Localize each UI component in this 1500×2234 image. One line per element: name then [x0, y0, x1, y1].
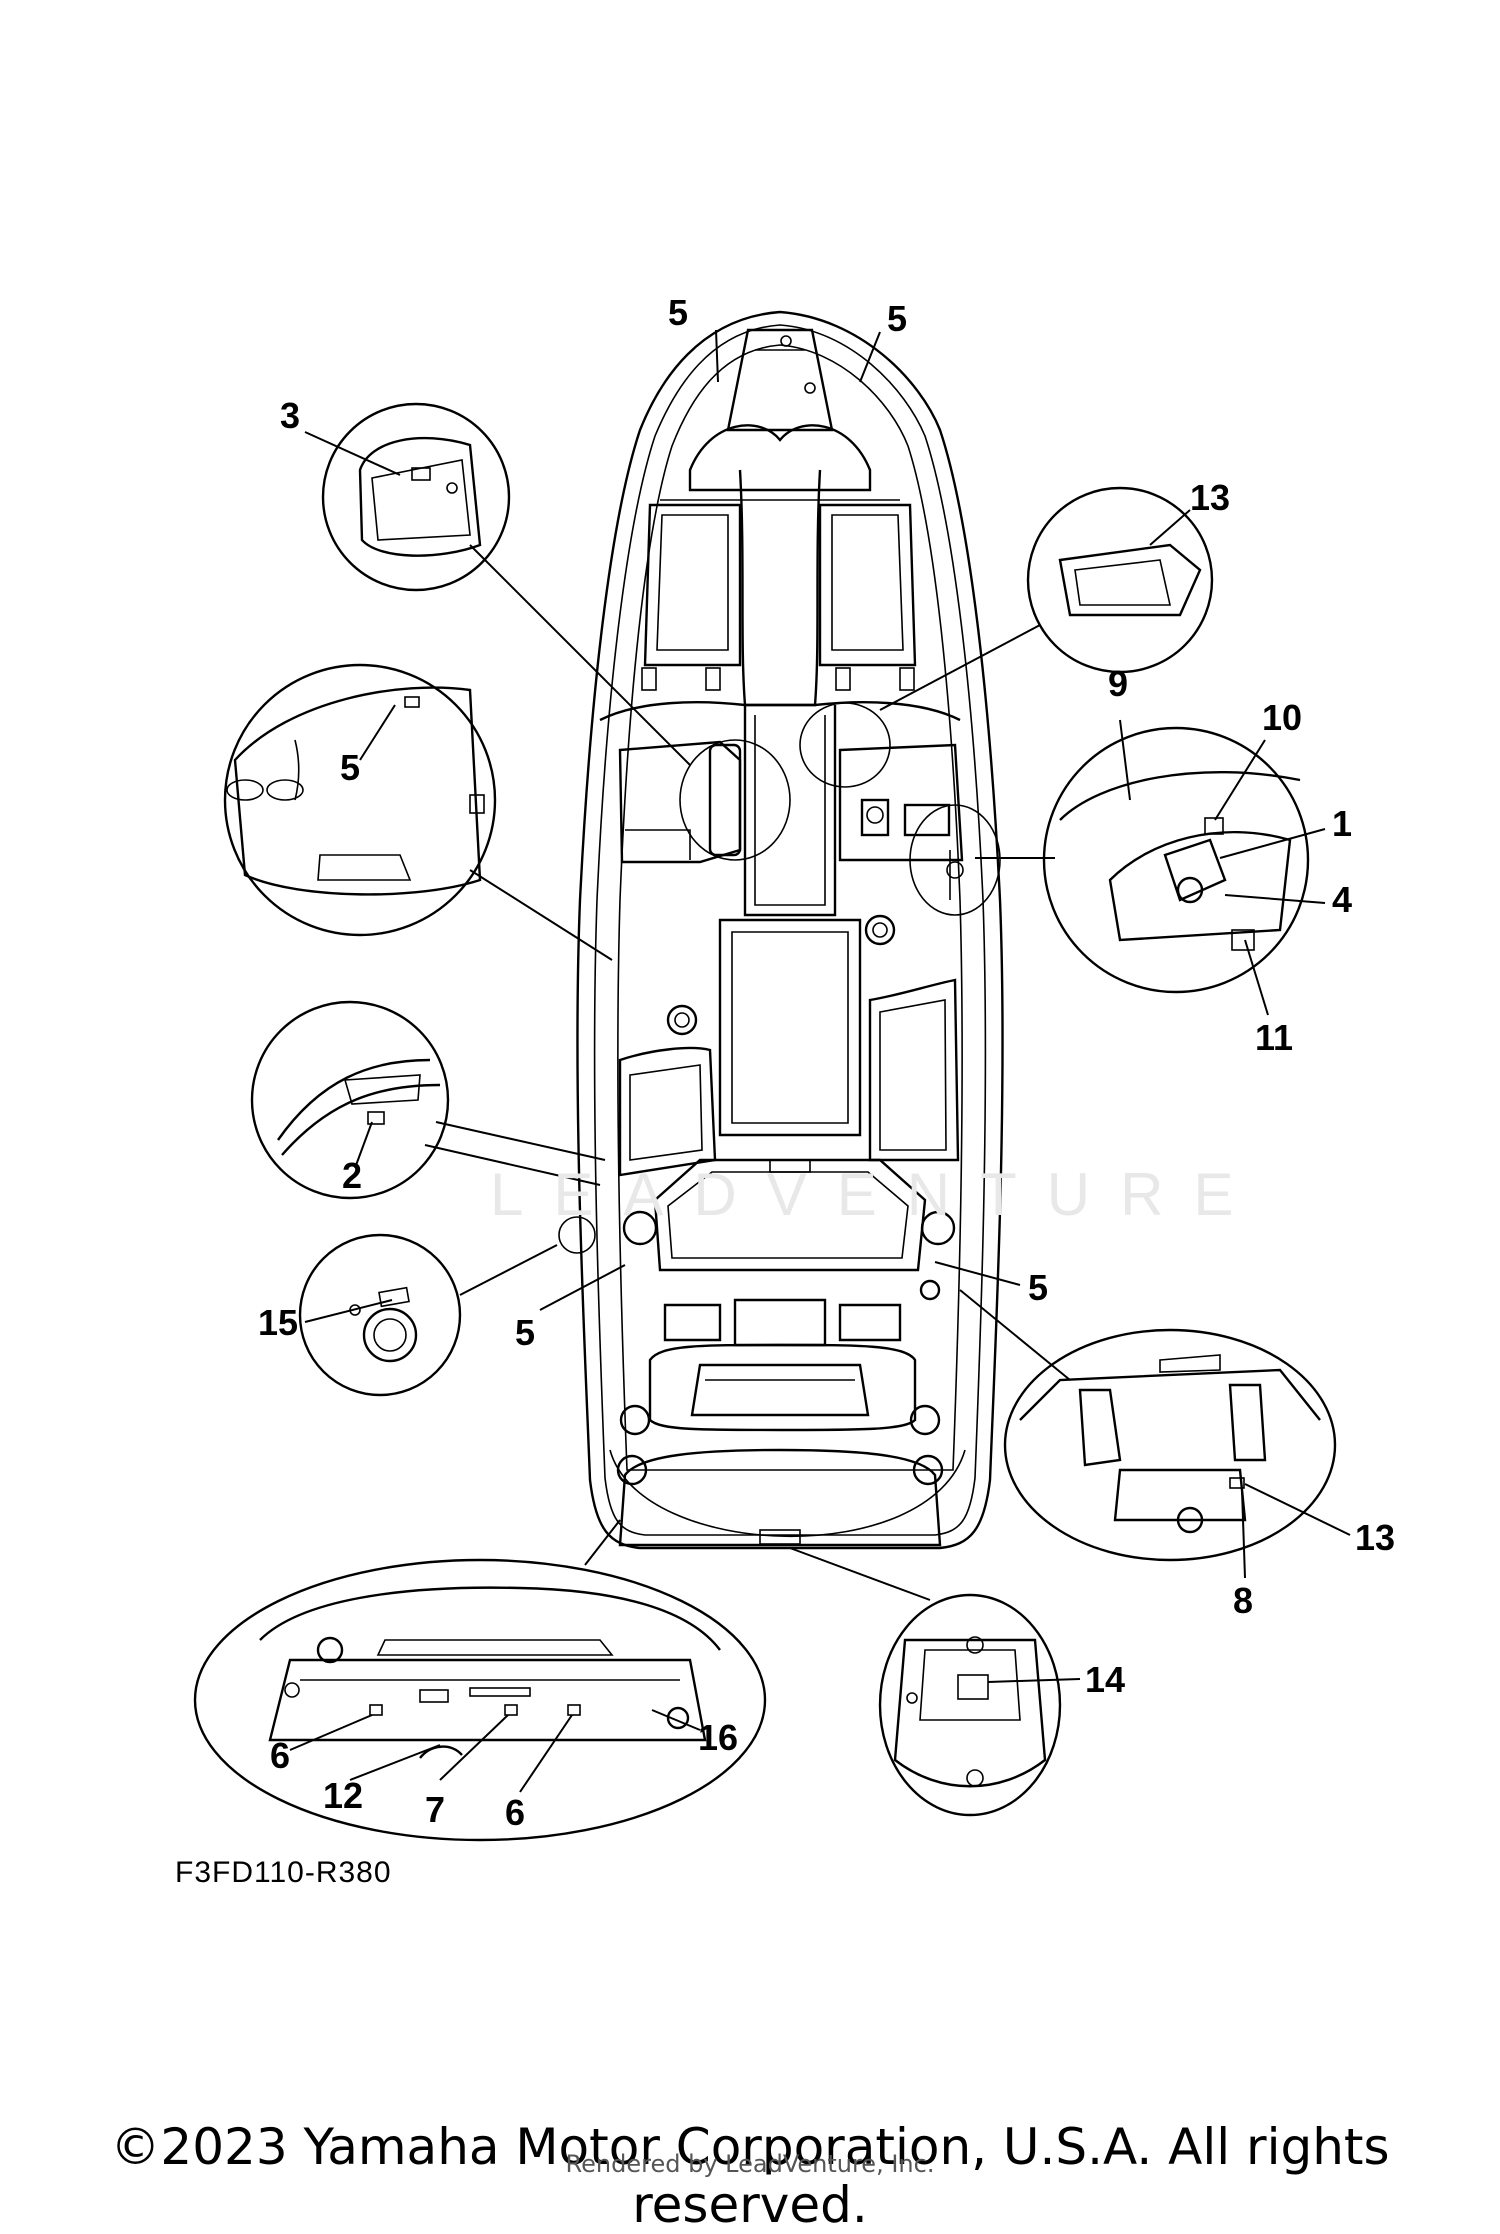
callout-5-bow-left: 5 — [668, 292, 688, 333]
detail-3 — [321, 402, 511, 592]
callout-16: 16 — [698, 1717, 738, 1758]
detail-2 — [250, 1000, 450, 1200]
callout-6-right: 6 — [505, 1792, 525, 1833]
callout-13-aft: 13 — [1355, 1517, 1395, 1558]
callout-4: 4 — [1332, 879, 1352, 920]
callout-5-bow-right: 5 — [887, 298, 907, 339]
callout-13-top: 13 — [1190, 477, 1230, 518]
callout-8: 8 — [1233, 1580, 1253, 1621]
detail-14 — [878, 1593, 1062, 1817]
detail-9-10-1-4-11 — [1042, 726, 1310, 994]
figure-code: F3FD110-R380 — [175, 1856, 392, 1889]
boat-hull — [558, 310, 1004, 1550]
callout-3: 3 — [280, 395, 300, 436]
callout-labels: 5 5 3 13 9 10 1 4 11 5 2 15 5 5 13 8 14 … — [258, 292, 1395, 1833]
detail-13-top — [1026, 486, 1214, 674]
parts-diagram: 5 5 3 13 9 10 1 4 11 5 2 15 5 5 13 8 14 … — [193, 292, 1395, 1842]
rendered-by-note: Rendered by LeadVenture, Inc. — [565, 2150, 935, 2178]
callout-2: 2 — [342, 1155, 362, 1196]
callout-14: 14 — [1085, 1659, 1125, 1700]
callout-15: 15 — [258, 1302, 298, 1343]
callout-9: 9 — [1108, 663, 1128, 704]
callout-1: 1 — [1332, 803, 1352, 844]
callout-12: 12 — [323, 1775, 363, 1816]
callout-7: 7 — [425, 1789, 445, 1830]
callout-5-starboard-aft: 5 — [1028, 1267, 1048, 1308]
callout-11: 11 — [1255, 1017, 1293, 1058]
callout-5-port-aft: 5 — [515, 1312, 535, 1353]
detail-15 — [298, 1233, 462, 1397]
callout-6-left: 6 — [270, 1735, 290, 1776]
callout-10: 10 — [1262, 697, 1302, 738]
callout-5-left-detail: 5 — [340, 747, 360, 788]
detail-13-8 — [1003, 1328, 1337, 1562]
leader-lines — [289, 329, 1351, 1793]
detail-5-left — [223, 663, 497, 937]
watermark: LEADVENTURE — [490, 1161, 1264, 1228]
detail-6-12-7-16 — [193, 1558, 767, 1842]
